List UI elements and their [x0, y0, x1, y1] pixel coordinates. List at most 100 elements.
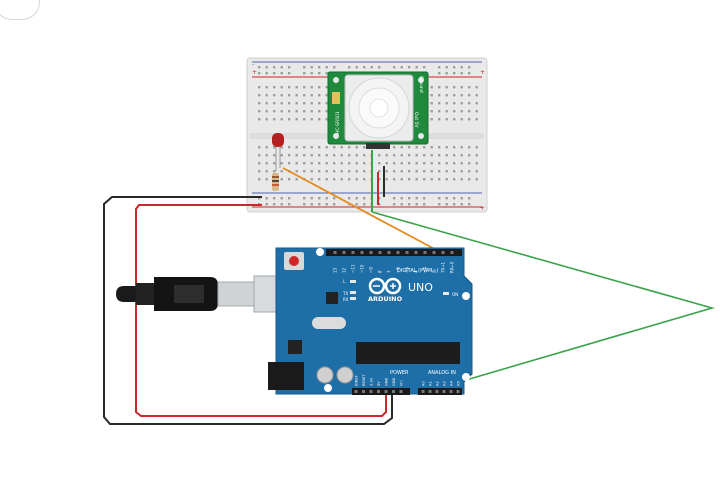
breadboard-hole[interactable]	[468, 154, 471, 157]
breadboard-hole[interactable]	[288, 203, 291, 206]
breadboard-hole[interactable]	[288, 86, 291, 89]
breadboard-hole[interactable]	[475, 110, 478, 113]
breadboard-hole[interactable]	[273, 154, 276, 157]
breadboard-hole[interactable]	[355, 203, 358, 206]
breadboard-hole[interactable]	[468, 110, 471, 113]
breadboard-hole[interactable]	[415, 162, 418, 165]
breadboard-hole[interactable]	[453, 197, 456, 200]
breadboard-hole[interactable]	[333, 170, 336, 173]
breadboard-hole[interactable]	[325, 170, 328, 173]
breadboard-hole[interactable]	[280, 94, 283, 97]
breadboard-hole[interactable]	[430, 102, 433, 105]
breadboard-hole[interactable]	[430, 110, 433, 113]
breadboard-hole[interactable]	[265, 110, 268, 113]
breadboard-hole[interactable]	[453, 203, 456, 206]
breadboard-hole[interactable]	[445, 118, 448, 121]
breadboard-hole[interactable]	[258, 72, 261, 75]
breadboard-hole[interactable]	[475, 170, 478, 173]
analog-pin[interactable]	[449, 390, 453, 393]
breadboard-hole[interactable]	[438, 178, 441, 181]
analog-pin[interactable]	[442, 390, 446, 393]
breadboard-hole[interactable]	[430, 170, 433, 173]
breadboard-hole[interactable]	[445, 110, 448, 113]
digital-pin[interactable]	[396, 251, 400, 254]
breadboard-hole[interactable]	[430, 118, 433, 121]
breadboard-hole[interactable]	[438, 146, 441, 149]
breadboard-hole[interactable]	[340, 170, 343, 173]
digital-pin[interactable]	[414, 251, 418, 254]
breadboard-hole[interactable]	[258, 86, 261, 89]
breadboard-hole[interactable]	[460, 66, 463, 69]
breadboard-hole[interactable]	[453, 110, 456, 113]
breadboard-hole[interactable]	[280, 197, 283, 200]
breadboard-hole[interactable]	[318, 102, 321, 105]
breadboard-hole[interactable]	[273, 118, 276, 121]
breadboard-hole[interactable]	[460, 146, 463, 149]
breadboard-hole[interactable]	[385, 178, 388, 181]
breadboard-hole[interactable]	[460, 197, 463, 200]
analog-pin[interactable]	[421, 390, 425, 393]
breadboard-hole[interactable]	[400, 66, 403, 69]
breadboard-hole[interactable]	[453, 162, 456, 165]
digital-pin[interactable]	[378, 251, 382, 254]
breadboard-hole[interactable]	[415, 154, 418, 157]
breadboard-hole[interactable]	[318, 178, 321, 181]
breadboard-hole[interactable]	[318, 86, 321, 89]
digital-pin[interactable]	[450, 251, 454, 254]
breadboard-hole[interactable]	[408, 66, 411, 69]
analog-header[interactable]	[418, 388, 462, 395]
breadboard-hole[interactable]	[273, 170, 276, 173]
breadboard-hole[interactable]	[310, 110, 313, 113]
digital-header[interactable]	[326, 249, 462, 256]
breadboard-hole[interactable]	[468, 203, 471, 206]
breadboard-hole[interactable]	[363, 197, 366, 200]
breadboard-hole[interactable]	[445, 86, 448, 89]
breadboard-hole[interactable]	[408, 146, 411, 149]
breadboard-hole[interactable]	[393, 162, 396, 165]
breadboard-hole[interactable]	[438, 118, 441, 121]
breadboard-hole[interactable]	[318, 146, 321, 149]
breadboard-hole[interactable]	[475, 118, 478, 121]
breadboard-hole[interactable]	[423, 162, 426, 165]
power-pin[interactable]	[392, 390, 395, 393]
breadboard-hole[interactable]	[258, 146, 261, 149]
breadboard-hole[interactable]	[438, 203, 441, 206]
breadboard-hole[interactable]	[438, 102, 441, 105]
breadboard-hole[interactable]	[445, 102, 448, 105]
breadboard-hole[interactable]	[303, 86, 306, 89]
breadboard-hole[interactable]	[265, 72, 268, 75]
breadboard-hole[interactable]	[460, 72, 463, 75]
breadboard-hole[interactable]	[438, 170, 441, 173]
breadboard-hole[interactable]	[460, 118, 463, 121]
breadboard-hole[interactable]	[310, 197, 313, 200]
breadboard-hole[interactable]	[408, 203, 411, 206]
power-pin[interactable]	[369, 390, 373, 393]
breadboard-hole[interactable]	[333, 178, 336, 181]
breadboard-hole[interactable]	[325, 110, 328, 113]
breadboard-hole[interactable]	[423, 154, 426, 157]
breadboard-hole[interactable]	[468, 170, 471, 173]
breadboard-hole[interactable]	[423, 66, 426, 69]
breadboard-hole[interactable]	[318, 72, 321, 75]
breadboard-hole[interactable]	[288, 162, 291, 165]
breadboard-hole[interactable]	[393, 154, 396, 157]
breadboard-hole[interactable]	[303, 170, 306, 173]
analog-pin[interactable]	[428, 390, 432, 393]
breadboard-hole[interactable]	[318, 66, 321, 69]
breadboard-hole[interactable]	[288, 178, 291, 181]
power-pin[interactable]	[377, 390, 380, 393]
breadboard-hole[interactable]	[288, 154, 291, 157]
breadboard-hole[interactable]	[280, 118, 283, 121]
breadboard-hole[interactable]	[280, 154, 283, 157]
breadboard-hole[interactable]	[423, 146, 426, 149]
breadboard-hole[interactable]	[295, 102, 298, 105]
digital-pin[interactable]	[351, 251, 355, 254]
breadboard-hole[interactable]	[288, 197, 291, 200]
wires[interactable]	[103, 150, 715, 425]
digital-pin[interactable]	[369, 251, 373, 254]
breadboard-hole[interactable]	[363, 203, 366, 206]
breadboard-hole[interactable]	[438, 66, 441, 69]
breadboard-hole[interactable]	[453, 170, 456, 173]
power-header[interactable]	[352, 388, 410, 395]
breadboard-hole[interactable]	[288, 72, 291, 75]
